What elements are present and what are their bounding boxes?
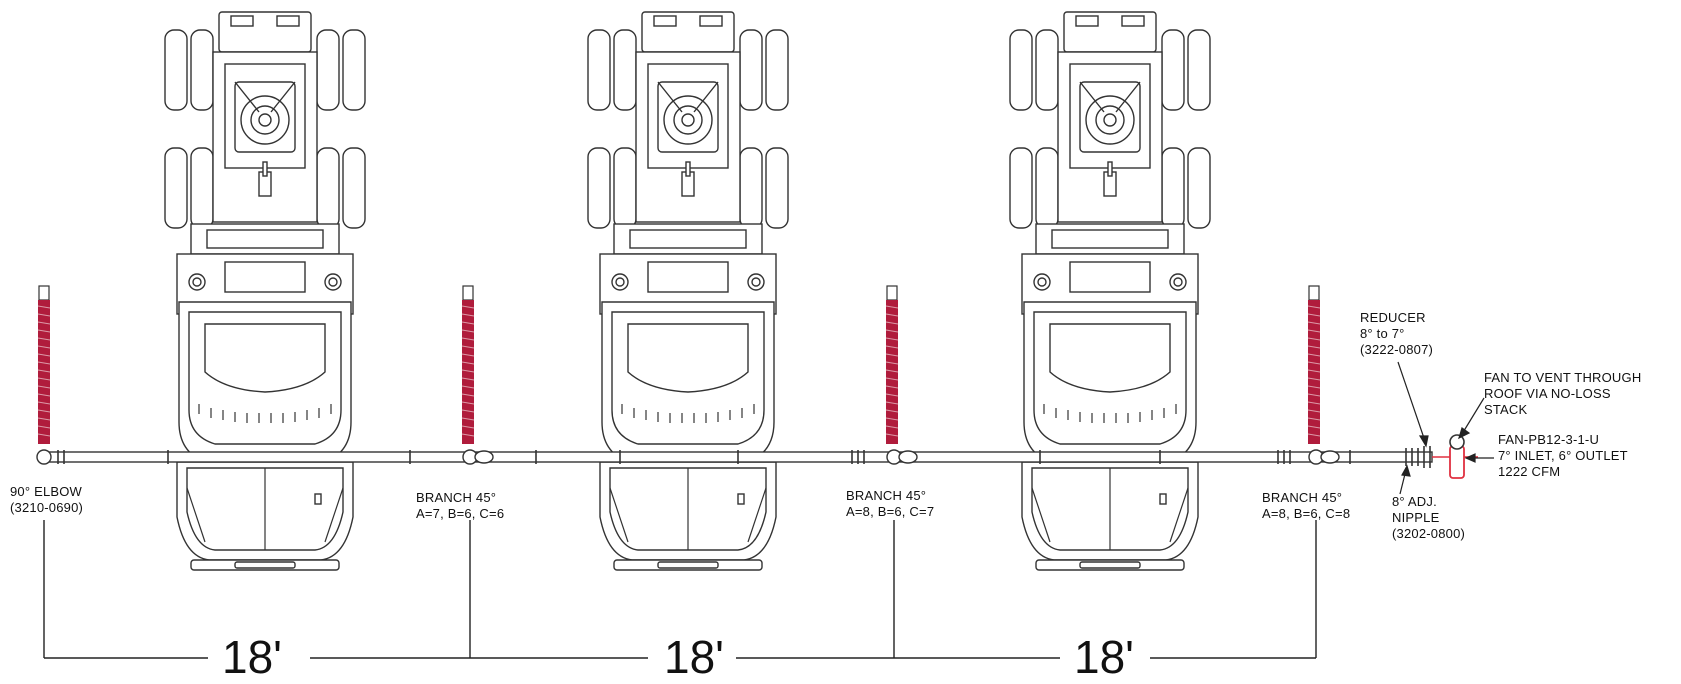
reducer-label-line-1: REDUCER	[1360, 310, 1426, 325]
elbow-label: 90° ELBOW (3210-0690)	[10, 484, 83, 516]
branch-fitting-2	[886, 449, 918, 465]
fan-vent-label-line-1: FAN TO VENT THROUGH	[1484, 370, 1642, 385]
dimension-2: 18'	[664, 631, 724, 683]
fan-vent-arrow	[1458, 397, 1485, 440]
branch-2-label-line-2: A=8, B=6, C=7	[846, 504, 935, 519]
truck-2	[587, 11, 789, 571]
fan-model-arrow	[1464, 453, 1494, 463]
elbow-label-line-2: (3210-0690)	[10, 500, 84, 515]
dimension-lines	[43, 520, 1317, 659]
fan-vent-label-line-3: STACK	[1484, 402, 1528, 417]
hose-drop-1	[37, 285, 51, 445]
hose-drop-2	[461, 285, 475, 445]
nipple-label-line-1: 8° ADJ.	[1392, 494, 1437, 509]
branch-3-label: BRANCH 45° A=8, B=6, C=8	[1262, 490, 1350, 522]
fan-model-label-line-1: FAN-PB12-3-1-U	[1498, 432, 1600, 447]
reducer-label-line-2: 8° to 7°	[1360, 326, 1405, 341]
branch-fitting-3	[1308, 449, 1340, 465]
fan-model-label-line-3: 1222 CFM	[1498, 464, 1561, 479]
branch-1-label-line-1: BRANCH 45°	[416, 490, 497, 505]
hose-drop-3	[885, 285, 899, 445]
fan-vent-label: FAN TO VENT THROUGH ROOF VIA NO-LOSS STA…	[1484, 370, 1641, 418]
branch-2-label: BRANCH 45° A=8, B=6, C=7	[846, 488, 934, 520]
nipple-label: 8° ADJ. NIPPLE (3202-0800)	[1392, 494, 1465, 542]
branch-1-label-line-2: A=7, B=6, C=6	[416, 506, 505, 521]
branch-1-label: BRANCH 45° A=7, B=6, C=6	[416, 490, 504, 522]
fan-model-label: FAN-PB12-3-1-U 7° INLET, 6° OUTLET 1222 …	[1498, 432, 1628, 480]
dimension-3: 18'	[1074, 631, 1134, 683]
reducer-label: REDUCER 8° to 7° (3222-0807)	[1360, 310, 1433, 358]
fan-vent-label-line-2: ROOF VIA NO-LOSS	[1484, 386, 1611, 401]
nipple-label-line-3: (3202-0800)	[1392, 526, 1466, 541]
elbow-label-line-1: 90° ELBOW	[10, 484, 83, 499]
reducer-label-line-3: (3222-0807)	[1360, 342, 1434, 357]
nipple-arrow	[1399, 464, 1411, 495]
truck-1	[164, 11, 366, 571]
branch-3-label-line-2: A=8, B=6, C=8	[1262, 506, 1351, 521]
fan-model-label-line-2: 7° INLET, 6° OUTLET	[1498, 448, 1628, 463]
hose-drop-4	[1307, 285, 1321, 445]
nipple-label-line-2: NIPPLE	[1392, 510, 1440, 525]
truck-3	[1009, 11, 1211, 571]
branch-3-label-line-1: BRANCH 45°	[1262, 490, 1343, 505]
reducer-arrow	[1397, 361, 1429, 448]
dimension-1: 18'	[222, 631, 282, 683]
exhaust-fan	[1432, 434, 1478, 479]
elbow-fitting	[36, 449, 52, 465]
branch-2-label-line-1: BRANCH 45°	[846, 488, 927, 503]
branch-fitting-1	[462, 449, 494, 465]
